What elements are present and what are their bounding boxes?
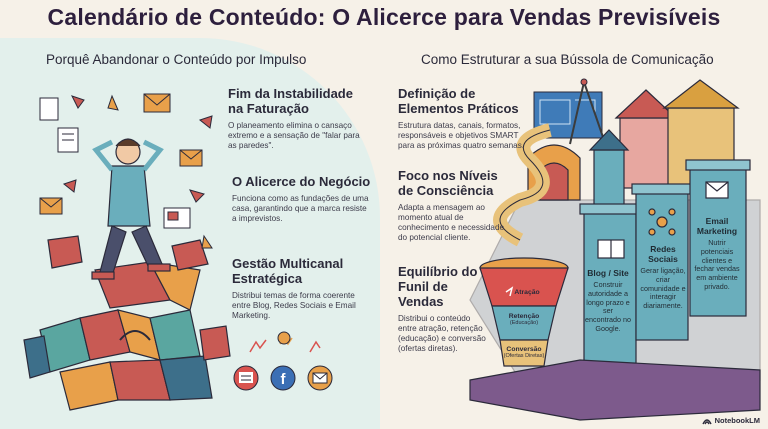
retention-text: Retenção — [508, 313, 540, 320]
block-title: Equilíbrio do Funil de Vendas — [398, 264, 478, 309]
column-title: Blog / Site — [587, 268, 629, 278]
funnel-attraction-label: Atração — [514, 289, 540, 296]
block-title: Gestão Multicanal Estratégica — [232, 256, 344, 286]
column-redes-sociais: Redes Sociais Gerar ligação, criar comun… — [640, 244, 686, 311]
stressed-man-figure — [91, 138, 171, 280]
email-icon — [307, 365, 333, 391]
block-alicerce: O Alicerce do Negócio Funciona como as f… — [232, 174, 372, 224]
block-text: Funciona como as fundações de uma casa, … — [232, 194, 369, 223]
mail-icon — [705, 181, 729, 199]
column-title: Email Marketing — [696, 216, 738, 236]
block-text: Distribui o conteúdo entre atração, rete… — [398, 314, 486, 353]
funnel-retention-label: Retenção (Educação) — [498, 313, 550, 326]
flying-envelopes-and-arrows — [39, 93, 213, 249]
funnel-conversion-label: Conversão (Ofertas Diretas) — [494, 346, 554, 359]
block-multicanal: Gestão Multicanal Estratégica Distribui … — [232, 256, 372, 321]
book-icon — [597, 239, 625, 259]
svg-text:f: f — [281, 371, 287, 388]
block-text: O planeamento elimina o cansaço extremo … — [228, 121, 360, 150]
right-section-heading: Como Estruturar a sua Bússola de Comunic… — [421, 52, 714, 67]
column-title: Redes Sociais — [648, 244, 678, 264]
block-title: Fim da Instabilidade na Faturação — [228, 86, 353, 116]
brand-label: NotebookLM — [714, 416, 760, 425]
column-text: Gerar ligação, criar comunidade e intera… — [640, 266, 686, 311]
conversion-subtext: (Ofertas Diretas) — [503, 353, 545, 359]
network-icon — [648, 208, 676, 236]
channel-icons-row: f — [233, 331, 333, 391]
notebooklm-logo-icon — [701, 418, 712, 424]
block-instabilidade: Fim da Instabilidade na Faturação O plan… — [228, 86, 368, 151]
column-email-marketing: Email Marketing Nutrir potenciais client… — [692, 216, 742, 292]
block-title: Definição de Elementos Práticos — [398, 86, 519, 116]
crumbling-blocks-illustration — [23, 235, 231, 411]
block-text: Estrutura datas, canais, formatos, respo… — [398, 121, 525, 150]
block-text: Adapta a mensagem ao momento atual de co… — [398, 203, 505, 242]
staircase-buildings-illustration — [469, 79, 761, 421]
page-title: Calendário de Conteúdo: O Alicerce para … — [47, 4, 721, 30]
block-niveis-consciencia: Foco nos Níveis de Consciência Adapta a … — [398, 168, 506, 243]
left-section-heading: Porquê Abandonar o Conteúdo por Impulso — [46, 52, 307, 67]
column-blog-site: Blog / Site Construir autoridade a longo… — [585, 268, 631, 334]
column-text: Construir autoridade a longo prazo e ser… — [585, 280, 631, 333]
facebook-icon: f — [270, 365, 296, 391]
column-text: Nutrir potenciais clientes e fechar vend… — [694, 238, 740, 291]
blog-icon — [233, 365, 259, 391]
conversion-text: Conversão — [506, 346, 542, 353]
block-title: O Alicerce do Negócio — [232, 174, 371, 189]
block-elementos-praticos: Definição de Elementos Práticos Estrutur… — [398, 86, 528, 151]
brand-watermark: NotebookLM — [701, 416, 760, 425]
block-title: Foco nos Níveis de Consciência — [398, 168, 498, 198]
retention-subtext: (Educação) — [509, 320, 539, 326]
block-text: Distribui temas de forma coerente entre … — [232, 291, 356, 320]
block-funil-vendas: Equilíbrio do Funil de Vendas Distribui … — [398, 264, 486, 354]
sales-funnel-illustration — [479, 257, 569, 367]
